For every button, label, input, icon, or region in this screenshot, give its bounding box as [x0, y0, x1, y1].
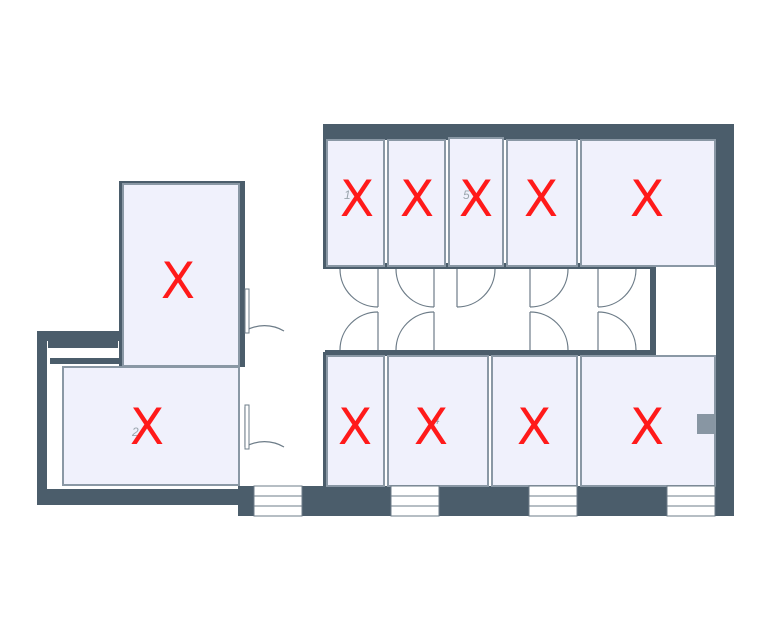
- door-swing: [529, 311, 569, 351]
- room-number: 2: [131, 425, 139, 439]
- door-swing: [395, 311, 435, 351]
- window: [390, 485, 440, 517]
- door-swing: [597, 268, 637, 308]
- windows: [253, 485, 716, 517]
- wall-segment: [238, 486, 734, 516]
- room-mark: X: [161, 252, 195, 310]
- room-number: 5: [463, 188, 470, 202]
- wall-segment: [50, 358, 120, 364]
- wall-segment: [37, 331, 125, 341]
- room-t4: [506, 139, 578, 267]
- door-swing: [529, 268, 569, 308]
- doors: [244, 268, 637, 450]
- room-w2: [62, 366, 240, 486]
- window: [253, 485, 303, 517]
- window: [666, 485, 716, 517]
- room-mark: X: [400, 170, 434, 228]
- room-t3: [448, 137, 504, 267]
- door-swing: [244, 441, 285, 448]
- room-b1: [326, 355, 385, 487]
- wall-segment: [239, 181, 245, 367]
- room-t2: [387, 139, 446, 267]
- room-mark: X: [630, 170, 664, 228]
- room-mark: X: [414, 398, 448, 456]
- wall-segment: [48, 340, 118, 348]
- room-b4: [580, 355, 716, 487]
- door-swing: [339, 311, 379, 351]
- room-w1: [122, 183, 240, 367]
- wall-segment: [37, 489, 238, 505]
- room-t5: [580, 139, 716, 267]
- door-swing: [395, 268, 435, 308]
- room-mark: X: [338, 398, 372, 456]
- room-mark: X: [524, 170, 558, 228]
- wall-segment: [323, 124, 733, 140]
- room-mark: X: [340, 170, 374, 228]
- room-number: 4: [433, 413, 440, 427]
- room-mark: X: [517, 398, 551, 456]
- room-t1: [326, 139, 385, 267]
- wall-fixture: [697, 414, 715, 434]
- door-frame: [244, 404, 250, 450]
- wall-segment: [323, 124, 327, 269]
- room-mark: X: [459, 170, 493, 228]
- wall-segment: [716, 124, 734, 516]
- fixtures: [697, 414, 715, 434]
- window: [528, 485, 578, 517]
- door-swing: [244, 325, 285, 332]
- door-swing: [339, 268, 379, 308]
- room-number: 1: [344, 188, 351, 202]
- door-swing: [456, 268, 496, 308]
- wall-segment: [37, 331, 47, 505]
- wall-segment: [650, 263, 656, 356]
- door-swing: [597, 311, 637, 351]
- door-frame: [244, 288, 250, 334]
- room-mark: X: [130, 398, 164, 456]
- room-mark: X: [630, 398, 664, 456]
- room-b3: [491, 355, 578, 487]
- room-b2: [387, 355, 489, 487]
- wall-segment: [325, 350, 655, 356]
- rooms: [62, 137, 716, 487]
